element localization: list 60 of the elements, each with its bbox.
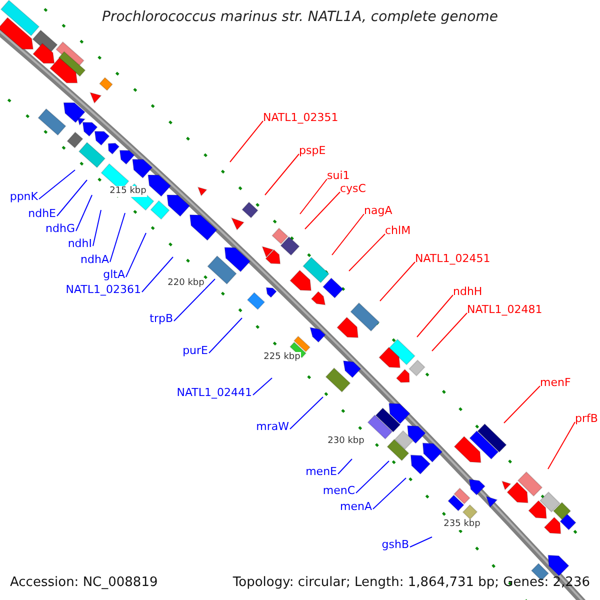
leader-line xyxy=(300,178,328,214)
leader-line xyxy=(76,194,92,232)
leader-line xyxy=(338,458,352,474)
accession-text: Accession: NC_008819 xyxy=(10,576,158,589)
leader-line xyxy=(56,180,88,216)
gene-label: gshB xyxy=(382,539,409,550)
gene-label: sui1 xyxy=(327,170,350,181)
gene-label: menE xyxy=(306,466,337,477)
gene-label: NATL1_02451 xyxy=(415,253,490,264)
leader-line xyxy=(410,536,432,548)
leader-line xyxy=(92,210,102,246)
leader-line xyxy=(304,192,340,230)
scale-label: 215 kbp xyxy=(108,186,148,197)
leader-line xyxy=(252,378,272,396)
gene-label: NATL1_02351 xyxy=(263,112,338,123)
gene-label: NATL1_02441 xyxy=(176,387,252,398)
gene-label: prfB xyxy=(575,413,598,424)
leader-line xyxy=(348,234,386,272)
leader-line xyxy=(208,318,242,354)
leader-line xyxy=(332,214,364,256)
leader-line xyxy=(126,232,146,278)
leader-line xyxy=(290,396,324,430)
gene-label: ndhA xyxy=(80,254,109,265)
gene-label: NATL1_02361 xyxy=(66,284,141,295)
gene-label: cysC xyxy=(340,183,366,194)
leader-line xyxy=(38,170,76,200)
gene-label: ndhE xyxy=(28,208,56,219)
leader-line xyxy=(548,422,576,470)
leader-line xyxy=(380,262,416,302)
leader-line xyxy=(416,294,454,338)
map-title: Prochlorococcus marinus str. NATL1A, complete genome xyxy=(101,10,499,24)
gene-label: gltA xyxy=(103,269,125,280)
gene-label: ppnK xyxy=(10,191,38,202)
gene-label: pspE xyxy=(299,145,326,156)
gene-label: chlM xyxy=(385,225,411,236)
gene-label: nagA xyxy=(364,205,392,216)
gene-label: ndhH xyxy=(453,286,482,297)
leader-line xyxy=(110,212,126,262)
leader-line xyxy=(356,460,390,494)
gene-label: ndhG xyxy=(46,223,75,234)
leader-line xyxy=(372,478,406,510)
scale-label: 225 kbp xyxy=(262,352,302,363)
gene-label: NATL1_02481 xyxy=(467,304,542,315)
leader-line xyxy=(264,154,300,196)
scale-label: 220 kbp xyxy=(166,278,206,289)
leader-line xyxy=(504,386,540,424)
leader-line xyxy=(230,120,264,162)
gene-label: ndhI xyxy=(68,238,92,249)
gene-label: purE xyxy=(182,345,208,356)
leader-line xyxy=(432,312,468,352)
genome-summary-text: Topology: circular; Length: 1,864,731 bp; Genes: 2,236 xyxy=(232,576,590,589)
gene-label: menF xyxy=(540,377,571,388)
leader-line xyxy=(142,256,174,292)
scale-label: 230 kbp xyxy=(326,436,366,447)
gene-label: menA xyxy=(340,501,372,512)
gene-label: mraW xyxy=(256,421,289,432)
leader-line xyxy=(174,278,216,322)
gene-label: trpB xyxy=(150,313,173,324)
scale-label: 235 kbp xyxy=(442,519,482,530)
gene-label: menC xyxy=(322,485,355,496)
